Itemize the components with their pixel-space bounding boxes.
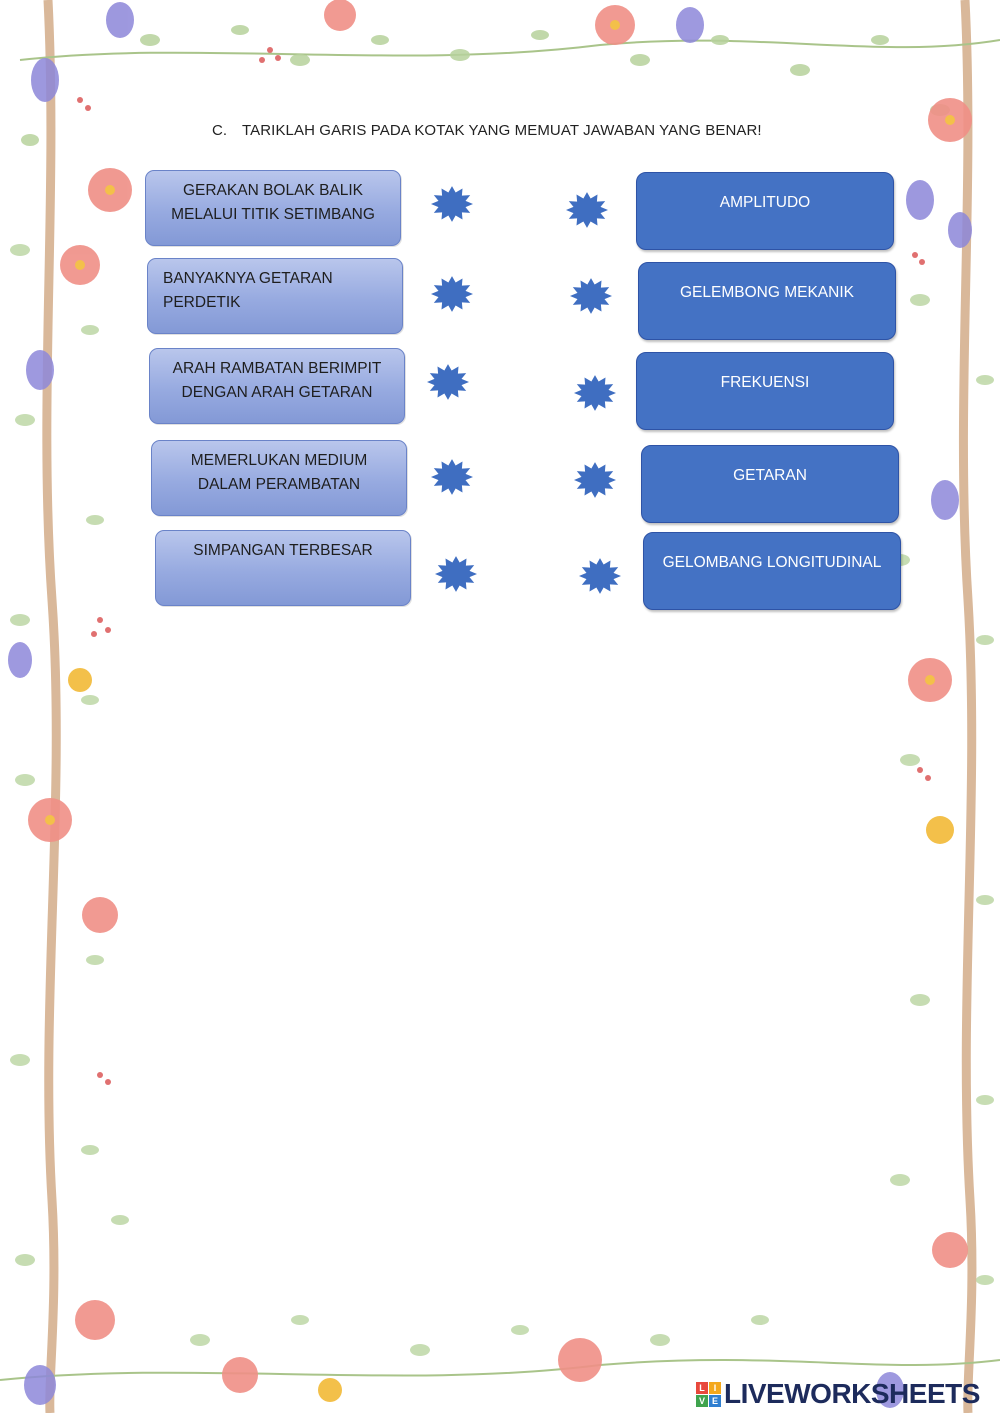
- star-burst-icon[interactable]: [571, 460, 619, 500]
- star-burst-icon[interactable]: [576, 556, 624, 596]
- star-burst-icon[interactable]: [563, 190, 611, 230]
- answer-box-1: AMPLITUDO: [636, 172, 894, 250]
- answer-label: AMPLITUDO: [719, 194, 811, 211]
- answer-label: GELEMBONG MEKANIK: [680, 284, 854, 301]
- answer-label: GETARAN: [733, 467, 807, 484]
- star-burst-icon[interactable]: [424, 362, 472, 402]
- brand-name: LIVEWORKSHEETS: [724, 1378, 980, 1409]
- question-box-5: SIMPANGAN TERBESAR: [155, 530, 411, 606]
- question-line: SIMPANGAN TERBESAR: [193, 542, 373, 559]
- star-burst-icon[interactable]: [432, 554, 480, 594]
- logo-letter: V: [696, 1394, 708, 1407]
- question-box-2: BANYAKNYA GETARAN PERDETIK: [147, 258, 403, 334]
- star-burst-icon[interactable]: [428, 457, 476, 497]
- question-box-3: ARAH RAMBATAN BERIMPIT DENGAN ARAH GETAR…: [149, 348, 405, 424]
- question-box-1: GERAKAN BOLAK BALIK MELALUI TITIK SETIMB…: [145, 170, 401, 246]
- star-burst-icon[interactable]: [428, 274, 476, 314]
- logo-letter: E: [709, 1394, 721, 1407]
- instruction: C. TARIKLAH GARIS PADA KOTAK YANG MEMUAT …: [212, 122, 852, 139]
- section-label: C.: [212, 122, 228, 139]
- star-burst-icon[interactable]: [567, 276, 615, 316]
- logo-mark: L I V E: [696, 1381, 721, 1407]
- star-burst-icon[interactable]: [428, 184, 476, 224]
- question-line: GERAKAN BOLAK BALIK: [182, 182, 364, 199]
- question-line: ARAH RAMBATAN BERIMPIT: [172, 360, 382, 377]
- answer-box-5: GELOMBANG LONGITUDINAL: [643, 532, 901, 610]
- answer-label: GELOMBANG LONGITUDINAL: [662, 554, 882, 571]
- question-line: DENGAN ARAH GETARAN: [181, 384, 373, 401]
- answer-box-3: FREKUENSI: [636, 352, 894, 430]
- question-line: MEMERLUKAN MEDIUM: [190, 452, 368, 469]
- liveworksheets-logo: L I V E LIVEWORKSHEETS: [696, 1378, 980, 1410]
- answer-label: FREKUENSI: [720, 374, 810, 391]
- instruction-text: TARIKLAH GARIS PADA KOTAK YANG MEMUAT JA…: [242, 122, 762, 139]
- answer-box-4: GETARAN: [641, 445, 899, 523]
- question-line: BANYAKNYA GETARAN: [163, 270, 333, 287]
- answer-box-2: GELEMBONG MEKANIK: [638, 262, 896, 340]
- question-line: MELALUI TITIK SETIMBANG: [171, 206, 375, 223]
- star-burst-icon[interactable]: [571, 373, 619, 413]
- question-box-4: MEMERLUKAN MEDIUM DALAM PERAMBATAN: [151, 440, 407, 516]
- question-line: DALAM PERAMBATAN: [197, 476, 361, 493]
- question-line: PERDETIK: [163, 294, 241, 311]
- logo-letter: I: [709, 1381, 721, 1394]
- logo-letter: L: [696, 1381, 708, 1394]
